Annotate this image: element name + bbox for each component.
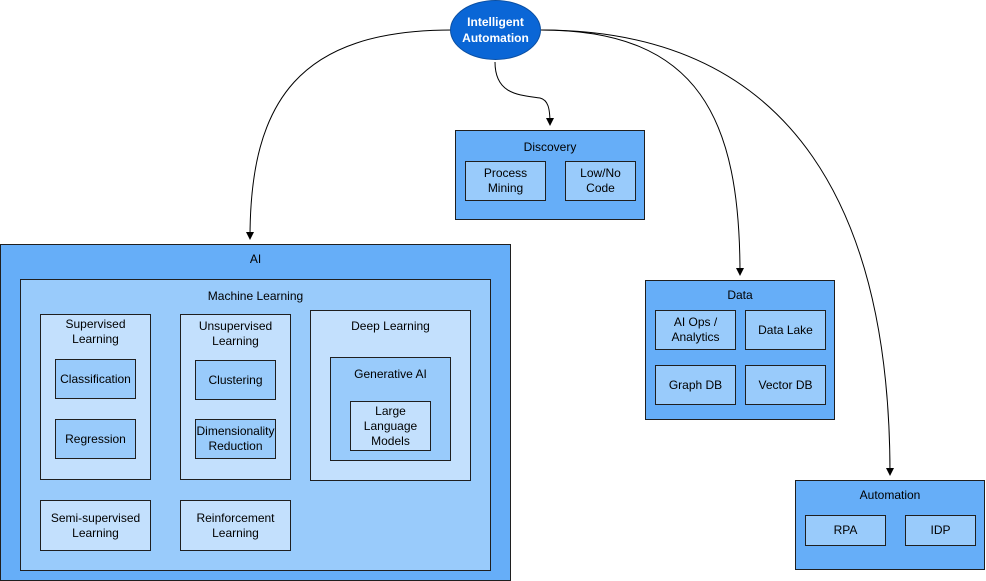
discovery-item-low-no-code: Low/No Code (565, 161, 636, 201)
root-node-intelligent-automation: Intelligent Automation (450, 0, 541, 60)
leaf-dimensionality-reduction: Dimensionality Reduction (195, 419, 276, 459)
edge-root-to-data (540, 29, 744, 276)
leaf-ai-ops-analytics: AI Ops / Analytics (655, 310, 736, 350)
automation-title: Automation (859, 488, 921, 502)
ai-title: AI (249, 252, 262, 266)
leaf-clustering: Clustering (195, 360, 276, 400)
leaf-reinforcement-learning: Reinforcement Learning (180, 500, 291, 551)
discovery-title: Discovery (523, 140, 577, 154)
data-title: Data (727, 288, 753, 302)
leaf-graph-db: Graph DB (655, 365, 736, 405)
edge-root-to-discovery (494, 61, 554, 126)
generative-ai-title: Generative AI (354, 367, 427, 381)
discovery-item-process-mining: Process Mining (465, 161, 546, 201)
deep-learning-title: Deep Learning (351, 319, 430, 333)
machine-learning-title: Machine Learning (207, 289, 304, 303)
unsupervised-learning-title: Unsupervised Learning (198, 319, 273, 348)
leaf-semi-supervised-learning: Semi-supervised Learning (40, 500, 151, 551)
supervised-learning-title: Supervised Learning (65, 317, 126, 346)
leaf-classification: Classification (55, 359, 136, 399)
leaf-regression: Regression (55, 419, 136, 459)
leaf-rpa: RPA (805, 515, 886, 546)
leaf-vector-db: Vector DB (745, 365, 826, 405)
edge-root-to-ai (246, 29, 453, 240)
leaf-data-lake: Data Lake (745, 310, 826, 350)
leaf-large-language-models: Large Language Models (350, 401, 431, 451)
leaf-idp: IDP (905, 515, 976, 546)
edge-root-to-automation (540, 29, 894, 476)
